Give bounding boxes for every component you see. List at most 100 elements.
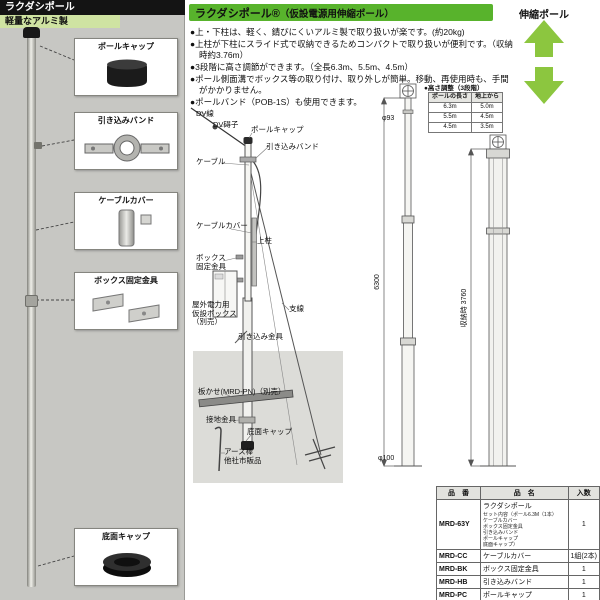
parts-col-name: 品 名 [479, 486, 569, 500]
label-base-plate: 板かせ(MRD-PN)（別売） [198, 387, 286, 396]
band-icon [84, 134, 170, 162]
height-cell: 4.5m [471, 112, 504, 123]
feature-list: ●上・下柱は、軽く、錆びにくいアルミ製で取り扱いが楽です。(約20kg) ●上柱… [190, 27, 514, 109]
collapsed-pole-drawing [480, 134, 516, 467]
height-table-title: ●高さ調整（3段階） [424, 85, 484, 92]
height-col-length: ポールの長さ [427, 92, 473, 103]
callout-label: 引き込みバンド [97, 116, 155, 125]
bottom-cap-drawing [241, 441, 254, 450]
box-bracket-drawing [235, 254, 244, 260]
product-subtitle: （仮設電源用伸縮ポール） [279, 9, 394, 20]
part-code: MRD-BK [436, 562, 481, 576]
cable-cover-image [75, 207, 177, 249]
dimension-line-total [380, 97, 404, 467]
telescopic-label: 伸縮ポール [519, 10, 569, 21]
left-panel: ラクダシポール 軽量なアルミ製 ポールキャップ 引き込みバンド [0, 0, 185, 600]
box-latch [214, 273, 224, 280]
label-bottom-cap: 底面キャップ [247, 427, 292, 436]
dimension-line-stored [467, 148, 487, 467]
callout-leader-lines [35, 45, 75, 567]
pole-photo-joint [25, 295, 38, 307]
dv-wire-line [190, 107, 248, 148]
callout-box-bracket: ボックス固定金具 [74, 272, 178, 330]
height-col-above-ground: 地上から [471, 92, 504, 103]
part-name: 引き込みバンド [479, 575, 569, 589]
arrow-down-icon [524, 67, 564, 104]
label-cable: ケーブル [196, 157, 226, 166]
parts-header-row: 品 番 品 名 入数 [436, 486, 600, 500]
cable-cover-drawing [251, 217, 257, 287]
extended-pole-drawing [394, 83, 422, 467]
part-name: ボックス固定金具 [479, 562, 569, 576]
height-cell: 5.5m [427, 112, 473, 123]
label-earth-rod: アース棒 他社市販品 [224, 447, 262, 465]
part-qty: 1 [567, 562, 600, 576]
part-name: ケーブルカバー [479, 549, 569, 563]
label-temp-box: 屋外電力用 仮設ボックス （別売） [192, 300, 237, 327]
phi-top-text: φ93 [382, 115, 394, 122]
installation-diagram [190, 107, 343, 483]
callout-label: ケーブルカバー [98, 196, 154, 205]
label-hikikomi-fitting: 引き込み金具 [238, 332, 283, 341]
pole-photo-band [34, 142, 42, 149]
callout-bottom-cap: 底面キャップ [74, 528, 178, 586]
pole-cap-image [75, 53, 177, 95]
band-image [75, 127, 177, 169]
cable-cover-icon [118, 209, 152, 247]
product-title: ラクダシポール® [195, 8, 280, 20]
dim-stored-text: 収納時 3760 [459, 289, 468, 328]
height-table: ポールの長さ 地上から 6.3m 5.0m 5.5m 4.5m 4.5m 3.5… [427, 92, 504, 133]
pole-photo-shaft [27, 34, 36, 587]
label-dv-insulator: DV碍子 [213, 120, 239, 129]
table-row: MRD-CC ケーブルカバー 1組(2本) [436, 549, 600, 563]
anchor-stake-drawing [304, 438, 336, 470]
phi-bottom-text: φ100 [378, 455, 394, 462]
parts-col-qty: 入数 [567, 486, 600, 500]
table-row: MRD-63Y ラクダシポール セット内容（ポール6.3M（1本） ケーブルカバ… [436, 499, 600, 550]
part-name: ポールキャップ [479, 588, 569, 600]
callout-cable-cover: ケーブルカバー [74, 192, 178, 250]
height-cell: 3.5m [471, 122, 504, 133]
part-qty: 1組(2本) [567, 549, 600, 563]
label-dv-line: DV線 [196, 109, 214, 118]
part-name: ラクダシポール [482, 503, 532, 510]
part-qty: 1 [567, 575, 600, 589]
dv-insulator-dot [212, 124, 218, 130]
label-upper-pole: 上柱 [257, 236, 272, 245]
dim-total-text: 6300 [374, 274, 381, 290]
box-bracket-image [75, 287, 177, 329]
label-guy-wire: 支線 [289, 304, 304, 313]
diagram-leader-lines [198, 111, 290, 454]
callout-label: 底面キャップ [102, 532, 150, 541]
label-pole-cap: ポールキャップ [251, 125, 304, 134]
left-panel-title: ラクダシポール [0, 0, 185, 15]
base-plate-drawing [198, 389, 294, 408]
guy-wire-line-2 [248, 164, 298, 466]
table-row: MRD-HB 引き込みバンド 1 [436, 575, 600, 589]
callout-pole-cap: ポールキャップ [74, 38, 178, 96]
pole-cap-icon [107, 59, 147, 87]
label-ground-fitting: 接地金具 [206, 415, 236, 424]
arrow-up-icon [524, 20, 564, 57]
feature-item: ●ポールバンド（POB-1S）も使用できます。 [190, 97, 362, 108]
label-box-bracket: ボックス 固定金具 [196, 253, 226, 271]
part-code: MRD-PC [436, 588, 481, 600]
bottom-cap-icon [103, 553, 151, 577]
lower-pole [242, 297, 253, 449]
guy-wire-line [248, 164, 322, 456]
table-row: MRD-BK ボックス固定金具 1 [436, 562, 600, 576]
height-cell: 4.5m [427, 122, 473, 133]
parts-col-code: 品 番 [436, 486, 481, 500]
pole-photo-cap [23, 27, 40, 38]
band-drawing [239, 156, 257, 163]
earth-rod-drawing [214, 426, 222, 472]
callout-label: ポールキャップ [98, 42, 154, 51]
telescopic-arrows [524, 20, 564, 104]
feature-item: ●ポール側面溝でボックス等の取り付け、取り外しが簡単。移動、再使用時も、手間がか… [190, 74, 509, 96]
pole-cap-drawing [243, 137, 253, 144]
ground-shade [193, 351, 343, 483]
feature-item: ●上柱が下柱にスライド式で収納できるためコンパクトで取り扱いが便利です。（収納時… [190, 39, 513, 61]
height-cell: 5.0m [471, 102, 504, 113]
part-code: MRD-63Y [436, 499, 481, 550]
feature-item: ●上・下柱は、軽く、錆びにくいアルミ製で取り扱いが楽です。(約20kg) [190, 27, 465, 37]
